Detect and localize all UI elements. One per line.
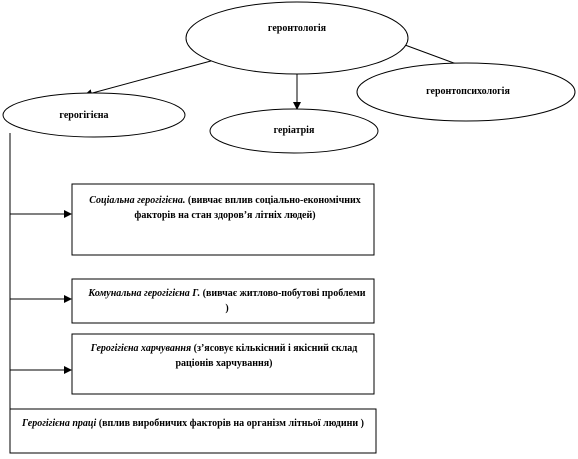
subtopic-text-3: Герогігієна харчування (з’ясовує кількіс… bbox=[84, 341, 364, 371]
subtopic-desc-4: (вплив виробничих факторів на організм л… bbox=[96, 418, 364, 429]
subtopic-box-4 bbox=[9, 408, 377, 454]
subtopic-title-1: Соціальна герогігієна. bbox=[89, 195, 186, 206]
subtopic-box-2 bbox=[71, 278, 375, 324]
subtopic-title-4: Герогігієна праці bbox=[22, 418, 97, 429]
subtopic-box-1 bbox=[71, 183, 375, 256]
gerohygiene-label: герогігієна bbox=[59, 110, 108, 121]
geriatrics-label: геріатрія bbox=[274, 125, 315, 136]
subtopic-desc-1: (вивчає вплив соціально-економічних факт… bbox=[134, 195, 361, 221]
subtopic-box-3 bbox=[71, 333, 375, 395]
edge-root-to-gerohygiene bbox=[84, 57, 223, 98]
subtopic-text-2: Комунальна герогігієна Г. (вивчає житлов… bbox=[84, 286, 370, 316]
subtopic-desc-3: (з’ясовує кількісний і якісний склад рац… bbox=[175, 343, 358, 369]
gerontopsychology-label: геронтопсихологія bbox=[426, 86, 510, 97]
subtopic-text-4: Герогігієна праці (вплив виробничих факт… bbox=[14, 416, 372, 431]
subtopic-title-3: Герогігієна харчування bbox=[90, 343, 192, 354]
subtopic-text-1: Соціальна герогігієна. (вивчає вплив соц… bbox=[80, 193, 370, 223]
geriatrics-node bbox=[209, 108, 379, 154]
gerontopsychology-node bbox=[356, 62, 576, 122]
gerohygiene-node bbox=[2, 92, 186, 138]
root-node bbox=[185, 1, 409, 75]
subtopic-desc-2: (вивчає житлово-побутові проблеми ) bbox=[200, 288, 366, 314]
subtopic-title-2: Комунальна герогігієна Г. bbox=[88, 288, 201, 299]
root-label: геронтологія bbox=[268, 23, 327, 34]
